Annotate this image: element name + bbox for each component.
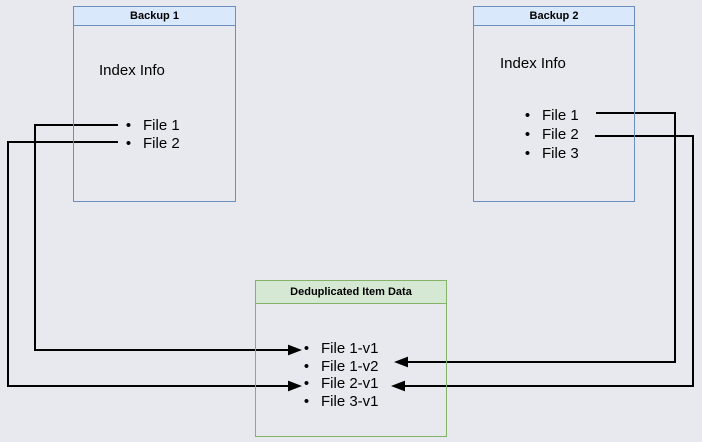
node-backup-2-subtitle: Index Info xyxy=(500,55,566,72)
bullet-icon: • xyxy=(524,145,531,162)
list-item: • File 2-v1 xyxy=(297,375,379,393)
bullet-icon: • xyxy=(125,134,132,152)
list-item: • File 1-v1 xyxy=(297,340,379,358)
bullet-icon: • xyxy=(303,375,310,393)
list-item-label: File 1-v1 xyxy=(321,340,379,358)
list-item-label: File 1-v2 xyxy=(321,357,379,375)
list-item: • File 1 xyxy=(119,117,180,135)
list-item: • File 2 xyxy=(518,125,579,144)
bullet-icon: • xyxy=(303,392,310,410)
list-item: • File 1 xyxy=(518,106,579,125)
node-deduplicated-item-data: Deduplicated Item Data • File 1-v1 • Fil… xyxy=(255,280,447,437)
list-item: • File 2 xyxy=(119,135,180,153)
list-item-label: File 3-v1 xyxy=(321,392,379,410)
list-item-label: File 3 xyxy=(542,145,579,162)
bullet-icon: • xyxy=(303,357,310,375)
list-item: • File 3 xyxy=(518,144,579,163)
node-dedup-title: Deduplicated Item Data xyxy=(256,281,446,304)
list-item-label: File 2 xyxy=(143,134,180,152)
bullet-icon: • xyxy=(125,117,132,135)
node-backup-1: Backup 1 Index Info • File 1 • File 2 xyxy=(73,6,236,202)
list-item-label: File 2-v1 xyxy=(321,375,379,393)
bullet-icon: • xyxy=(524,126,531,143)
list-item-label: File 2 xyxy=(542,126,579,143)
node-backup-1-title: Backup 1 xyxy=(74,7,235,26)
list-item-label: File 1 xyxy=(542,107,579,124)
node-backup-1-subtitle: Index Info xyxy=(99,62,165,79)
node-backup-2: Backup 2 Index Info • File 1 • File 2 • … xyxy=(473,6,635,202)
list-item: • File 3-v1 xyxy=(297,393,379,411)
bullet-icon: • xyxy=(524,107,531,124)
node-backup-2-title: Backup 2 xyxy=(474,7,634,26)
list-item: • File 1-v2 xyxy=(297,358,379,376)
list-item-label: File 1 xyxy=(143,117,180,135)
bullet-icon: • xyxy=(303,340,310,358)
